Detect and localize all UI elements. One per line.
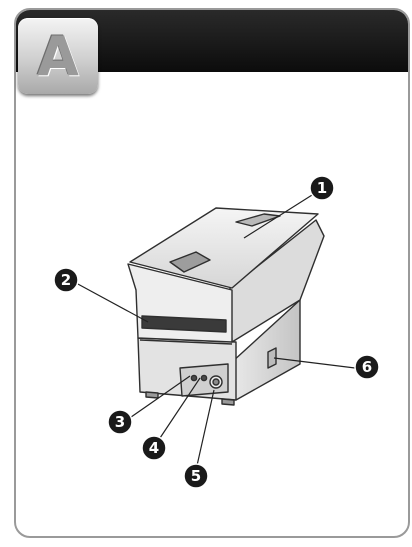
callout-6: 6 <box>355 355 379 379</box>
callout-1: 1 <box>310 176 334 200</box>
callout-number-6: 6 <box>362 358 372 376</box>
callout-4: 4 <box>142 436 166 460</box>
callout-number-2: 2 <box>61 271 71 289</box>
callout-2: 2 <box>54 268 78 292</box>
callout-number-3: 3 <box>115 413 125 431</box>
callout-3: 3 <box>108 410 132 434</box>
printer-body <box>128 208 324 405</box>
callout-5: 5 <box>184 464 208 488</box>
callout-number-4: 4 <box>149 439 159 457</box>
callout-number-1: 1 <box>317 179 327 197</box>
callout-number-5: 5 <box>191 467 201 485</box>
